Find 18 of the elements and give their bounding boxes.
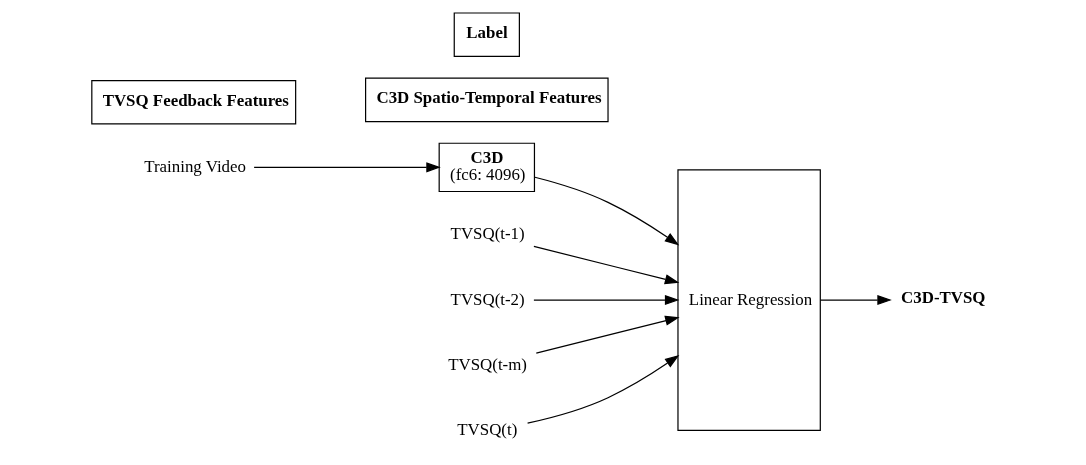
arrow — [526, 354, 679, 424]
node-text: Training Video — [143, 156, 246, 176]
node-text: C3D-TVSQ — [900, 288, 985, 308]
node-text: TVSQ(t) — [456, 419, 517, 439]
node-box: TVSQ Feedback Features — [90, 79, 296, 125]
node-box: Label — [453, 12, 520, 57]
arrow — [253, 162, 441, 173]
node-box: Linear Regression — [676, 169, 821, 431]
node-text: TVSQ(t-2) — [450, 289, 525, 309]
node-text: TVSQ(t-m) — [447, 354, 527, 374]
node-text: TVSQ(t-1) — [450, 224, 525, 244]
arrow — [532, 294, 679, 306]
arrow — [532, 245, 679, 285]
node-box: C3D Spatio-Temporal Features — [364, 77, 609, 123]
arrow — [535, 315, 680, 354]
arrow — [533, 176, 679, 246]
arrow — [819, 294, 892, 306]
node-box: C3D (fc6: 4096) — [438, 142, 535, 193]
